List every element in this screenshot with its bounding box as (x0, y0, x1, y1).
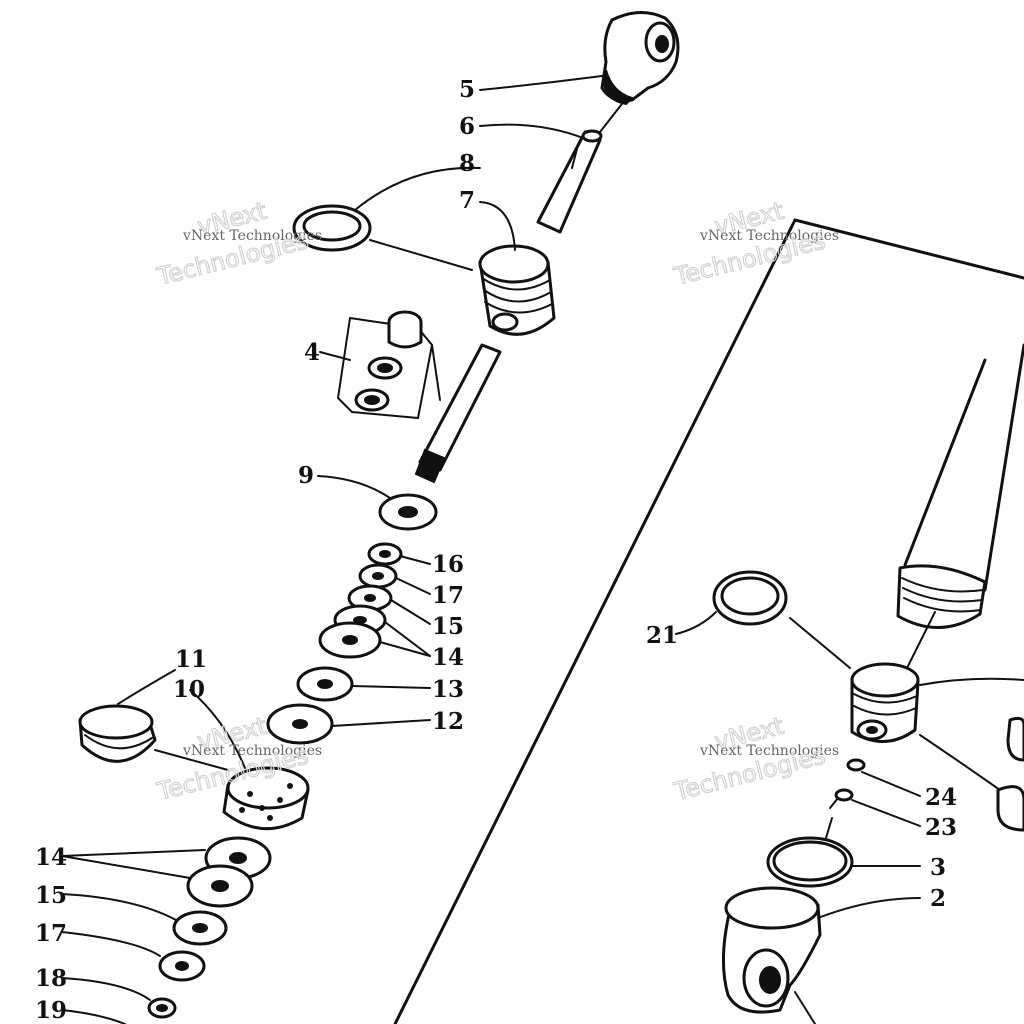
watermark-text: vNext Technologies (182, 228, 322, 244)
piston-10 (222, 766, 310, 831)
callout-21: 21 (646, 622, 678, 649)
screw-23 (829, 788, 854, 809)
rod-shaft (414, 343, 502, 484)
o-ring-3 (766, 836, 854, 888)
callout-15-lower: 15 (35, 882, 67, 909)
leader-lines (61, 75, 921, 1024)
callout-18: 18 (35, 965, 67, 992)
callout-15-upper: 15 (432, 613, 464, 640)
small-washer-24 (846, 758, 866, 772)
watermark-text: vNext Technologies (699, 743, 839, 759)
shock-body-outline (393, 218, 1024, 1024)
callout-13: 13 (432, 676, 464, 703)
rod-seal-ring (292, 204, 372, 252)
callout-numbers: 5 6 8 7 4 9 16 17 15 14 13 12 11 10 14 1… (35, 76, 957, 1024)
eye-end-fitting (600, 11, 680, 106)
callout-14-upper: 14 (432, 644, 464, 671)
base-valve-plug (850, 662, 920, 743)
callout-16: 16 (432, 551, 464, 578)
callout-17-upper: 17 (432, 582, 464, 609)
body-threaded-end (896, 564, 987, 629)
washer-stack-upper (318, 542, 403, 659)
callout-4: 4 (304, 339, 320, 366)
lower-eye-fitting (722, 886, 822, 1014)
callout-10: 10 (173, 676, 205, 703)
callout-2: 2 (930, 885, 946, 912)
callout-23: 23 (925, 814, 957, 841)
valve-parts-group (337, 310, 441, 419)
callout-19: 19 (35, 997, 67, 1024)
washer-stack-lower (147, 836, 272, 1019)
callout-24: 24 (925, 784, 957, 811)
callout-12: 12 (432, 708, 464, 735)
callout-7: 7 (459, 187, 475, 214)
callout-3: 3 (930, 854, 946, 881)
washer-9 (378, 493, 438, 531)
piston-ring-11 (78, 704, 157, 763)
watermark-text: vNext Technologies (699, 228, 839, 244)
watermark-top-left: vNext vNext Technologies Technologies (153, 196, 322, 292)
washer-12 (266, 703, 334, 745)
rod-guide-nut (478, 244, 556, 336)
callout-11: 11 (175, 646, 207, 673)
washer-13 (296, 666, 354, 702)
piston-rod (536, 129, 603, 234)
callout-14-lower: 14 (35, 844, 67, 871)
watermark-text: vNext Technologies (182, 743, 322, 759)
watermark-top-right: vNext vNext Technologies Technologies (670, 196, 839, 292)
watermark-bottom-right: vNext vNext Technologies Technologies (670, 711, 839, 807)
callout-6: 6 (459, 113, 475, 140)
callout-5: 5 (459, 76, 475, 103)
callout-8: 8 (459, 150, 475, 177)
callout-9: 9 (298, 462, 314, 489)
split-ring-21 (712, 570, 788, 626)
callout-17-lower: 17 (35, 920, 67, 947)
